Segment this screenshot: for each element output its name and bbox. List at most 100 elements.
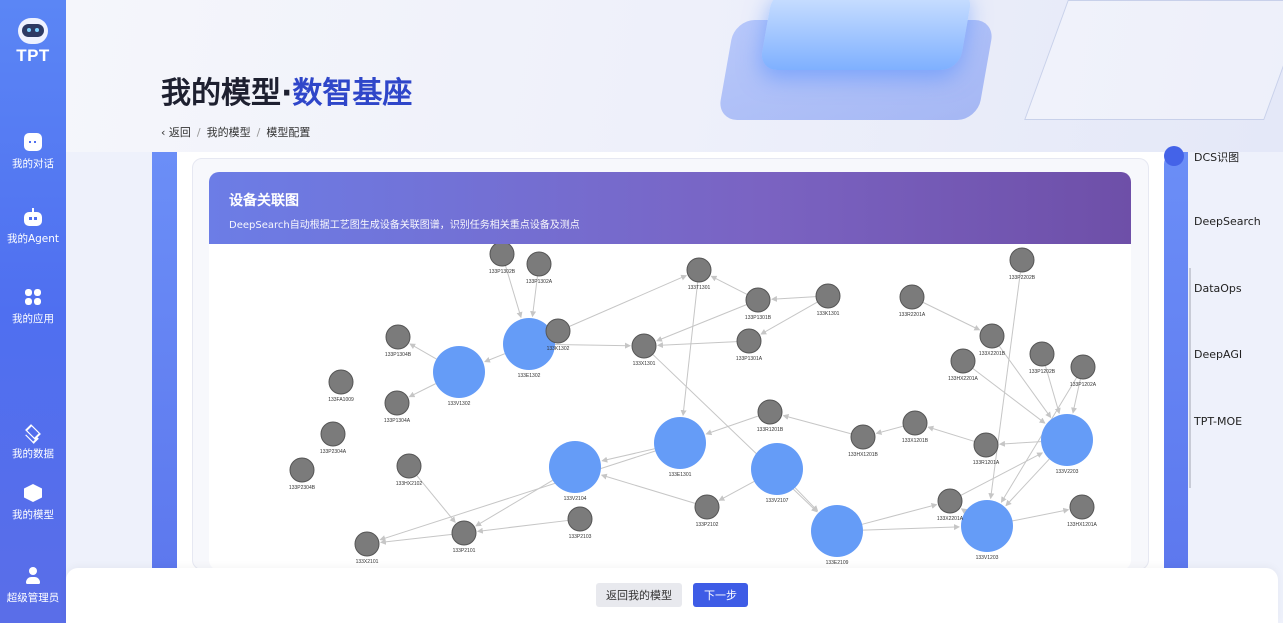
- graph-node[interactable]: 133X2101: [354, 531, 380, 565]
- graph-node[interactable]: 133P2304B: [289, 457, 316, 491]
- graph-node[interactable]: 133P1202A: [1070, 354, 1097, 388]
- graph-node[interactable]: 133K1301: [815, 283, 841, 317]
- graph-node[interactable]: 133HX1201B: [848, 424, 879, 458]
- sidebar-item-label: 超级管理员: [6, 592, 60, 604]
- graph-edge: [379, 450, 656, 542]
- graph-node-major[interactable]: 133V2104: [549, 441, 601, 502]
- graph-node-major[interactable]: 133E2109: [811, 505, 863, 566]
- graph-node-major[interactable]: 133V1203: [961, 500, 1013, 561]
- graph-node-label: 133P2202B: [1009, 275, 1036, 281]
- step-dcs[interactable]: DCS识图: [1194, 151, 1240, 164]
- graph-node-label: 133P1304B: [385, 352, 412, 358]
- graph-node[interactable]: 133P2101: [451, 520, 477, 554]
- graph-node-label: 133K1302: [547, 346, 570, 352]
- graph-node[interactable]: 133R1201B: [757, 399, 784, 433]
- graph-node[interactable]: 133X1201B: [902, 410, 929, 444]
- sidebar-item-chat[interactable]: 我的对话: [0, 133, 66, 171]
- graph-node[interactable]: 133P1304A: [384, 390, 411, 424]
- graph-node[interactable]: 133P1301A: [736, 328, 763, 362]
- graph-node[interactable]: 133R1201A: [973, 432, 1000, 466]
- graph-edge: [718, 480, 755, 501]
- graph-node-label: 133FA1009: [328, 397, 354, 403]
- sidebar-item-label: 我的对话: [12, 158, 54, 170]
- graph-edge: [416, 474, 456, 523]
- graph-node-label: 133P1202A: [1070, 382, 1097, 388]
- graph-node[interactable]: 133P2102: [694, 494, 720, 528]
- graph-node-label: 133E2109: [826, 560, 849, 566]
- main-panel: 设备关联图 DeepSearch自动根据工艺图生成设备关联图谱，识别任务相关重点…: [152, 152, 1175, 570]
- right-accent-bar: [1164, 152, 1188, 570]
- sidebar-item-admin[interactable]: 超级管理员: [0, 567, 66, 605]
- graph-node-label: 133P2101: [453, 548, 476, 554]
- back-to-models-button[interactable]: 返回我的模型: [596, 583, 682, 607]
- graph-edge: [1000, 377, 1078, 503]
- graph-edge: [656, 341, 738, 349]
- sidebar-item-models[interactable]: 我的模型: [0, 484, 66, 522]
- logo[interactable]: TPT: [0, 18, 66, 66]
- back-link[interactable]: ‹ 返回: [161, 126, 191, 139]
- graph-node-major[interactable]: 133V1302: [433, 346, 485, 407]
- graph-node[interactable]: 133P2103: [567, 506, 593, 540]
- page-title-main: 我的模型·: [161, 76, 293, 111]
- graph-node-label: 133V2107: [766, 498, 789, 504]
- graph-node[interactable]: 133HX2102: [396, 453, 423, 487]
- card-title: 设备关联图: [229, 193, 299, 209]
- sidebar-item-data[interactable]: 我的数据: [0, 423, 66, 461]
- graph-node[interactable]: 133X1301: [631, 333, 657, 367]
- sidebar-item-apps[interactable]: 我的应用: [0, 288, 66, 326]
- graph-node[interactable]: 133P1202B: [1029, 341, 1056, 375]
- graph-node[interactable]: 133K1302: [545, 318, 571, 352]
- graph-node-major[interactable]: 133V2107: [751, 443, 803, 504]
- steps-scrollbar[interactable]: [1189, 268, 1191, 488]
- graph-edge: [988, 271, 1021, 500]
- graph-node-label: 133HX1201A: [1067, 522, 1097, 528]
- chevron-left-icon: ‹: [161, 126, 169, 139]
- robot-icon: [24, 208, 42, 226]
- next-step-button[interactable]: 下一步: [693, 583, 748, 607]
- breadcrumb-my-models[interactable]: 我的模型: [206, 126, 251, 139]
- graph-node-label: 133HX2201A: [948, 376, 978, 382]
- graph-node[interactable]: 133X2201A: [937, 488, 964, 522]
- logo-text: TPT: [16, 46, 50, 65]
- graph-node[interactable]: 133P1304B: [385, 324, 412, 358]
- sidebar-item-label: 我的模型: [12, 509, 54, 521]
- graph-edge: [1044, 365, 1061, 415]
- graph-node[interactable]: 133P1302B: [489, 244, 516, 275]
- step-deepagi[interactable]: DeepAGI: [1194, 348, 1243, 361]
- graph-node-label: 133V2203: [1056, 469, 1079, 475]
- graph-edge: [960, 508, 968, 515]
- graph-node[interactable]: 133P1302A: [526, 251, 553, 285]
- graph-node[interactable]: 133P2304A: [320, 421, 347, 455]
- graph-node[interactable]: 133X2201B: [979, 323, 1006, 357]
- graph-node[interactable]: 133FA1009: [328, 369, 354, 403]
- step-deepsearch[interactable]: DeepSearch: [1194, 215, 1261, 228]
- graph-node-major[interactable]: 133E1301: [654, 417, 706, 478]
- chat-icon: [24, 133, 42, 151]
- device-relation-graph[interactable]: 133E1302 133V1302 133E1301 133V2104 133V2107…: [209, 244, 1131, 570]
- graph-node[interactable]: 133R2201A: [899, 284, 926, 318]
- step-dataops[interactable]: DataOps: [1194, 282, 1242, 295]
- graph-node-major[interactable]: 133E1302: [503, 318, 555, 379]
- graph-node-label: 133HX2102: [396, 481, 423, 487]
- graph-node-label: 133V1302: [448, 401, 471, 407]
- graph-edge: [927, 425, 975, 442]
- graph-node-label: 133R1201B: [757, 427, 784, 433]
- sidebar-item-agent[interactable]: 我的Agent: [0, 208, 66, 246]
- step-tpt-moe[interactable]: TPT-MOE: [1194, 415, 1243, 428]
- left-accent-bar: [152, 152, 177, 570]
- card-subtitle: DeepSearch自动根据工艺图生成设备关联图谱，识别任务相关重点设备及测点: [229, 220, 580, 231]
- graph-node-major[interactable]: 133V2203: [1041, 414, 1093, 475]
- graph-node[interactable]: 133T1301: [686, 257, 712, 291]
- sidebar-item-label: 我的应用: [12, 313, 54, 325]
- sidebar: TPT 我的对话 我的Agent 我的应用 我的数据 我的模型 超级管理员: [0, 0, 66, 623]
- graph-node-label: 133HX1201B: [848, 452, 878, 458]
- graph-edge: [379, 533, 453, 545]
- graph-node-label: 133E1301: [669, 472, 692, 478]
- graph-node[interactable]: 133HX1201A: [1067, 494, 1098, 528]
- graph-node-label: 133X2201B: [979, 351, 1006, 357]
- graph-node[interactable]: 133P1301B: [745, 287, 772, 321]
- graph-node-label: 133R1201A: [973, 460, 1000, 466]
- graph-node[interactable]: 133HX2201A: [948, 348, 979, 382]
- graph-node[interactable]: 133P2202B: [1009, 247, 1036, 281]
- graph-node-label: 133P1302B: [489, 269, 516, 275]
